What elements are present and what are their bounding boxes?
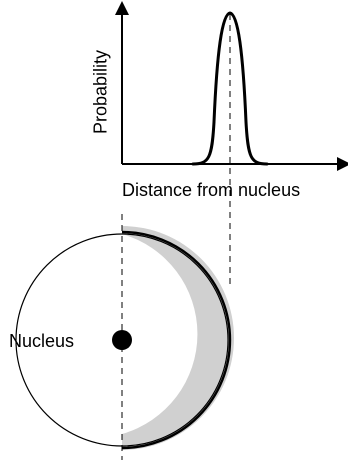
probability-graph bbox=[115, 1, 348, 286]
orbital-diagram bbox=[15, 214, 234, 460]
probability-curve bbox=[191, 11, 269, 166]
y-axis-label: Probability bbox=[90, 49, 111, 135]
x-axis-label: Distance from nucleus bbox=[122, 180, 301, 200]
most-probable-shell bbox=[121, 230, 232, 450]
nucleus-dot bbox=[112, 330, 132, 350]
electron-cloud-shell bbox=[122, 226, 234, 450]
nucleus-label: Nucleus bbox=[9, 331, 75, 351]
